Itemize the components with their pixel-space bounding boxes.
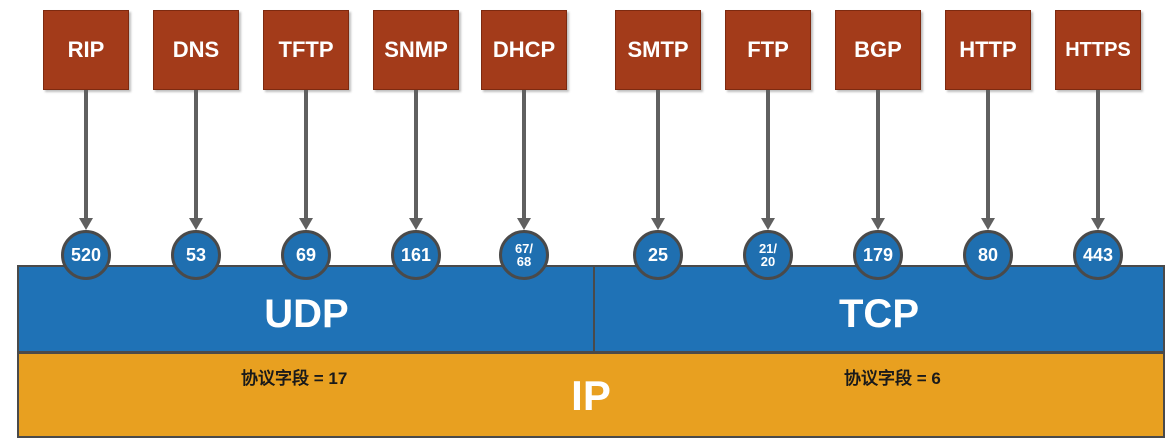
port-number: 520: [70, 245, 102, 265]
port-number: 80: [977, 245, 999, 265]
port-number: 443: [1082, 245, 1114, 265]
port-badge-rip: 520: [61, 230, 111, 280]
app-box-smtp: SMTP: [615, 10, 701, 90]
app-label: HTTPS: [1065, 38, 1131, 61]
arrowhead-icon: [871, 218, 885, 230]
port-badge-bgp: 179: [853, 230, 903, 280]
port-badge-snmp: 161: [391, 230, 441, 280]
arrow-connector: [656, 90, 660, 220]
arrow-connector: [1096, 90, 1100, 220]
app-label: DHCP: [492, 37, 556, 62]
app-label: HTTP: [959, 37, 1017, 62]
port-number-bottom: 68: [516, 254, 532, 269]
port-number: 25: [647, 245, 669, 265]
app-box-https: HTTPS: [1055, 10, 1141, 90]
arrow-connector: [522, 90, 526, 220]
port-number-bottom: 20: [760, 254, 776, 269]
app-box-dhcp: DHCP: [481, 10, 567, 90]
udp-label: UDP: [264, 292, 349, 336]
port-number-top: 21/: [758, 241, 778, 256]
port-number: 69: [295, 245, 317, 265]
arrow-connector: [876, 90, 880, 220]
app-label: FTP: [747, 37, 789, 62]
app-label: TFTP: [278, 37, 334, 62]
port-badge-dns: 53: [171, 230, 221, 280]
arrowhead-icon: [189, 218, 203, 230]
arrowhead-icon: [409, 218, 423, 230]
arrowhead-icon: [299, 218, 313, 230]
arrowhead-icon: [517, 218, 531, 230]
port-badge-smtp: 25: [633, 230, 683, 280]
app-label: RIP: [67, 37, 105, 62]
app-box-http: HTTP: [945, 10, 1031, 90]
app-box-dns: DNS: [153, 10, 239, 90]
app-box-snmp: SNMP: [373, 10, 459, 90]
port-badge-http: 80: [963, 230, 1013, 280]
app-label: BGP: [854, 37, 902, 62]
port-badge-https: 443: [1073, 230, 1123, 280]
app-label: SMTP: [627, 37, 689, 62]
app-label: DNS: [172, 37, 220, 62]
app-box-tftp: TFTP: [263, 10, 349, 90]
port-number: 161: [400, 245, 432, 265]
port-number: 179: [862, 245, 894, 265]
arrow-connector: [414, 90, 418, 220]
port-badge-tftp: 69: [281, 230, 331, 280]
ip-label: IP: [571, 372, 611, 419]
port-number: 53: [185, 245, 207, 265]
arrow-connector: [84, 90, 88, 220]
arrowhead-icon: [79, 218, 93, 230]
tcp-label: TCP: [839, 292, 919, 336]
app-label: SNMP: [384, 37, 448, 62]
app-box-ftp: FTP: [725, 10, 811, 90]
arrowhead-icon: [651, 218, 665, 230]
app-box-rip: RIP: [43, 10, 129, 90]
ip-layer: 协议字段 = 17 协议字段 = 6 IP: [17, 352, 1165, 438]
tcp-protocol-field: 协议字段 = 6: [844, 369, 941, 388]
arrow-connector: [766, 90, 770, 220]
arrow-connector: [304, 90, 308, 220]
port-badge-dhcp: 67/ 68: [499, 230, 549, 280]
arrowhead-icon: [981, 218, 995, 230]
app-box-bgp: BGP: [835, 10, 921, 90]
port-badge-ftp: 21/ 20: [743, 230, 793, 280]
arrowhead-icon: [1091, 218, 1105, 230]
udp-protocol-field: 协议字段 = 17: [241, 369, 348, 388]
port-number-top: 67/: [514, 241, 534, 256]
arrow-connector: [986, 90, 990, 220]
arrow-connector: [194, 90, 198, 220]
arrowhead-icon: [761, 218, 775, 230]
